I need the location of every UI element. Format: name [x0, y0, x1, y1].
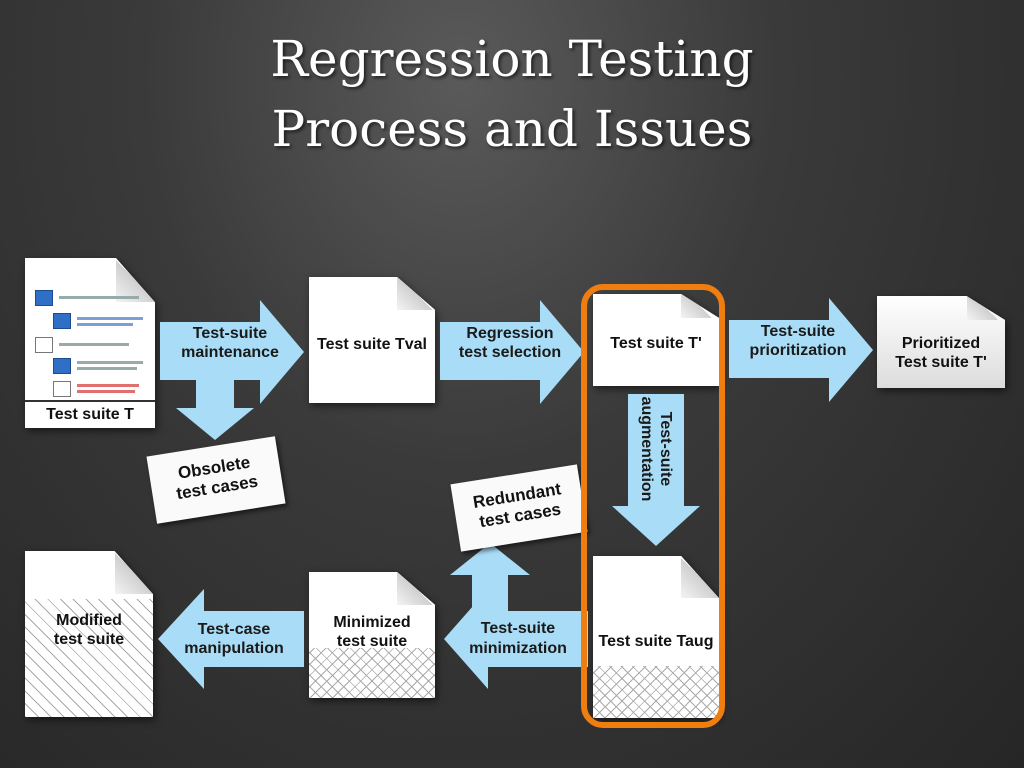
minimization-label-line-1: Test-suite — [480, 620, 556, 637]
title-line-2: Process and Issues — [271, 100, 753, 158]
checkbox-icon — [35, 290, 53, 306]
maintenance-arrow: Test-suite maintenance — [160, 300, 306, 440]
minimization-arrow: Test-suite minimization — [444, 543, 590, 693]
checkbox-icon — [53, 313, 71, 329]
minimized-test-suite-document: Minimized test suite — [309, 572, 435, 698]
test-suite-taug-document: Test suite Taug — [593, 556, 719, 718]
slide-title: Regression Testing Process and Issues — [0, 24, 1024, 164]
prioritization-arrow: Test-suite prioritization — [729, 298, 875, 402]
modified-label-line-1: Modified — [56, 612, 122, 629]
checkbox-icon — [53, 381, 71, 397]
maintenance-label-line-2: maintenance — [181, 344, 279, 361]
minimized-label-line-1: Minimized — [333, 614, 411, 631]
augmentation-arrow: Test-suite augmentation — [612, 394, 700, 546]
manipulation-label-line-2: manipulation — [184, 640, 284, 657]
prioritization-label-line-2: prioritization — [749, 342, 847, 359]
test-suite-tval-label: Test suite Tval — [317, 336, 427, 353]
test-suite-taug-label: Test suite Taug — [598, 633, 714, 650]
selection-label-line-1: Regression — [466, 325, 554, 342]
modified-label-line-2: test suite — [53, 631, 125, 648]
modified-test-suite-document: Modified test suite — [25, 551, 153, 717]
test-suite-t-prime-label: Test suite T' — [610, 335, 702, 352]
selection-arrow: Regression test selection — [440, 300, 586, 404]
prioritization-label-line-1: Test-suite — [760, 323, 836, 340]
test-suite-tval-document: Test suite Tval — [309, 277, 435, 403]
highlight-box — [581, 284, 725, 728]
test-suite-t-label: Test suite T — [46, 406, 134, 423]
prioritized-label-line-1: Prioritized — [901, 335, 981, 352]
prioritized-test-suite-document: Prioritized Test suite T' — [877, 296, 1005, 388]
maintenance-label-line-1: Test-suite — [192, 325, 268, 342]
obsolete-test-cases-tag: Obsolete test cases — [146, 436, 286, 524]
test-suite-t-document: Test suite T — [25, 258, 155, 428]
manipulation-label-line-1: Test-case — [197, 621, 271, 638]
prioritized-label-line-2: Test suite T' — [895, 354, 987, 371]
minimized-label-line-2: test suite — [336, 633, 408, 650]
title-line-1: Regression Testing — [270, 30, 754, 88]
selection-label-line-2: test selection — [458, 344, 562, 361]
manipulation-arrow: Test-case manipulation — [158, 589, 306, 689]
minimization-label-line-2: minimization — [469, 640, 567, 657]
checkbox-icon — [53, 358, 71, 374]
redundant-test-cases-tag: Redundant test cases — [450, 464, 588, 552]
test-suite-t-prime-document: Test suite T' — [593, 294, 719, 386]
checkbox-icon — [35, 337, 53, 353]
